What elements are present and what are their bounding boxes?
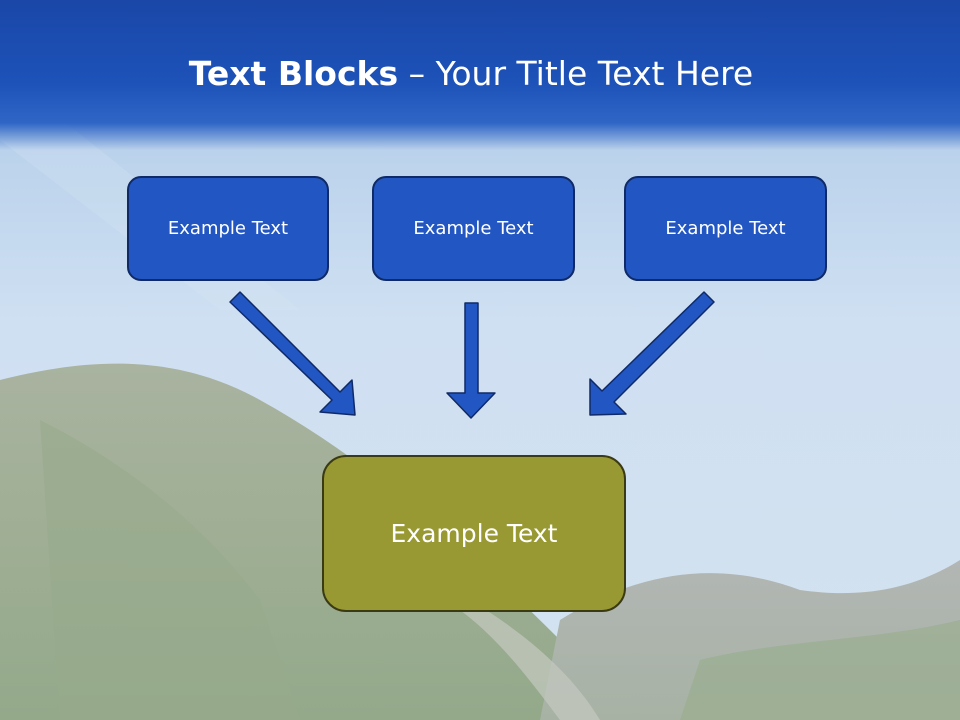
text-block-2[interactable]: Example Text — [372, 176, 575, 281]
text-block-3-label: Example Text — [665, 218, 786, 239]
slide-title-rest: – Your Title Text Here — [398, 54, 754, 93]
title-bar — [0, 0, 960, 150]
slide-title: Text Blocks – Your Title Text Here — [0, 52, 942, 96]
text-block-3[interactable]: Example Text — [624, 176, 827, 281]
arrow-right-down-left — [589, 291, 715, 416]
text-block-2-label: Example Text — [413, 218, 534, 239]
text-block-1-label: Example Text — [167, 218, 289, 239]
arrow-center-down — [446, 302, 496, 419]
slide-title-bold: Text Blocks — [188, 54, 399, 93]
arrow-left-down-right — [229, 291, 356, 416]
text-block-result-label: Example Text — [390, 519, 558, 548]
text-block-1[interactable]: Example Text — [127, 176, 329, 281]
text-block-result[interactable]: Example Text — [322, 455, 626, 612]
